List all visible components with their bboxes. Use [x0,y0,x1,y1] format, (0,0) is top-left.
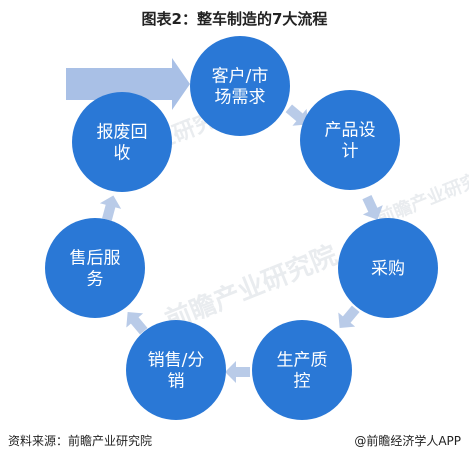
process-node-circle [126,320,226,420]
process-node-label: 客户/市 [212,67,269,87]
flow-arrow [285,104,308,126]
process-node-label: 销售/分 [148,351,205,371]
process-node-purchase: 采购 [338,218,438,318]
flow-arrows [99,104,383,383]
flow-arrow [362,195,383,220]
flow-arrow [126,312,148,335]
diagram-title: 图表2：整车制造的7大流程 [141,10,328,28]
process-node-circle [190,36,290,136]
credit-note: @前瞻经济学人APP [354,434,461,448]
flow-arrow [338,305,360,328]
process-node-label: 场需求 [215,88,266,108]
process-node-label: 报废回 [97,123,148,143]
process-node-circle [300,90,400,190]
process-node-label: 采购 [371,259,405,279]
process-node-circle [252,320,352,420]
source-note: 资料来源：前瞻产业研究院 [8,434,153,448]
process-node-label: 控 [294,372,311,392]
process-node-label: 计 [342,142,359,162]
process-node-label: 生产质 [277,351,328,371]
process-node-label: 销 [168,372,185,392]
process-node-sales: 销售/分销 [126,320,226,420]
process-node-label: 务 [87,270,104,290]
footer: 资料来源：前瞻产业研究院 @前瞻经济学人APP [8,432,461,449]
process-node-label: 收 [114,144,131,164]
process-node-circle [72,92,172,192]
flow-arrow [99,195,122,221]
process-node-circle [338,218,438,318]
process-node-label: 产品设 [325,121,376,141]
flow-arrow [225,361,250,383]
process-node-circle [45,218,145,318]
entry-arrow [66,58,190,110]
process-node-label: 售后服 [70,249,121,269]
